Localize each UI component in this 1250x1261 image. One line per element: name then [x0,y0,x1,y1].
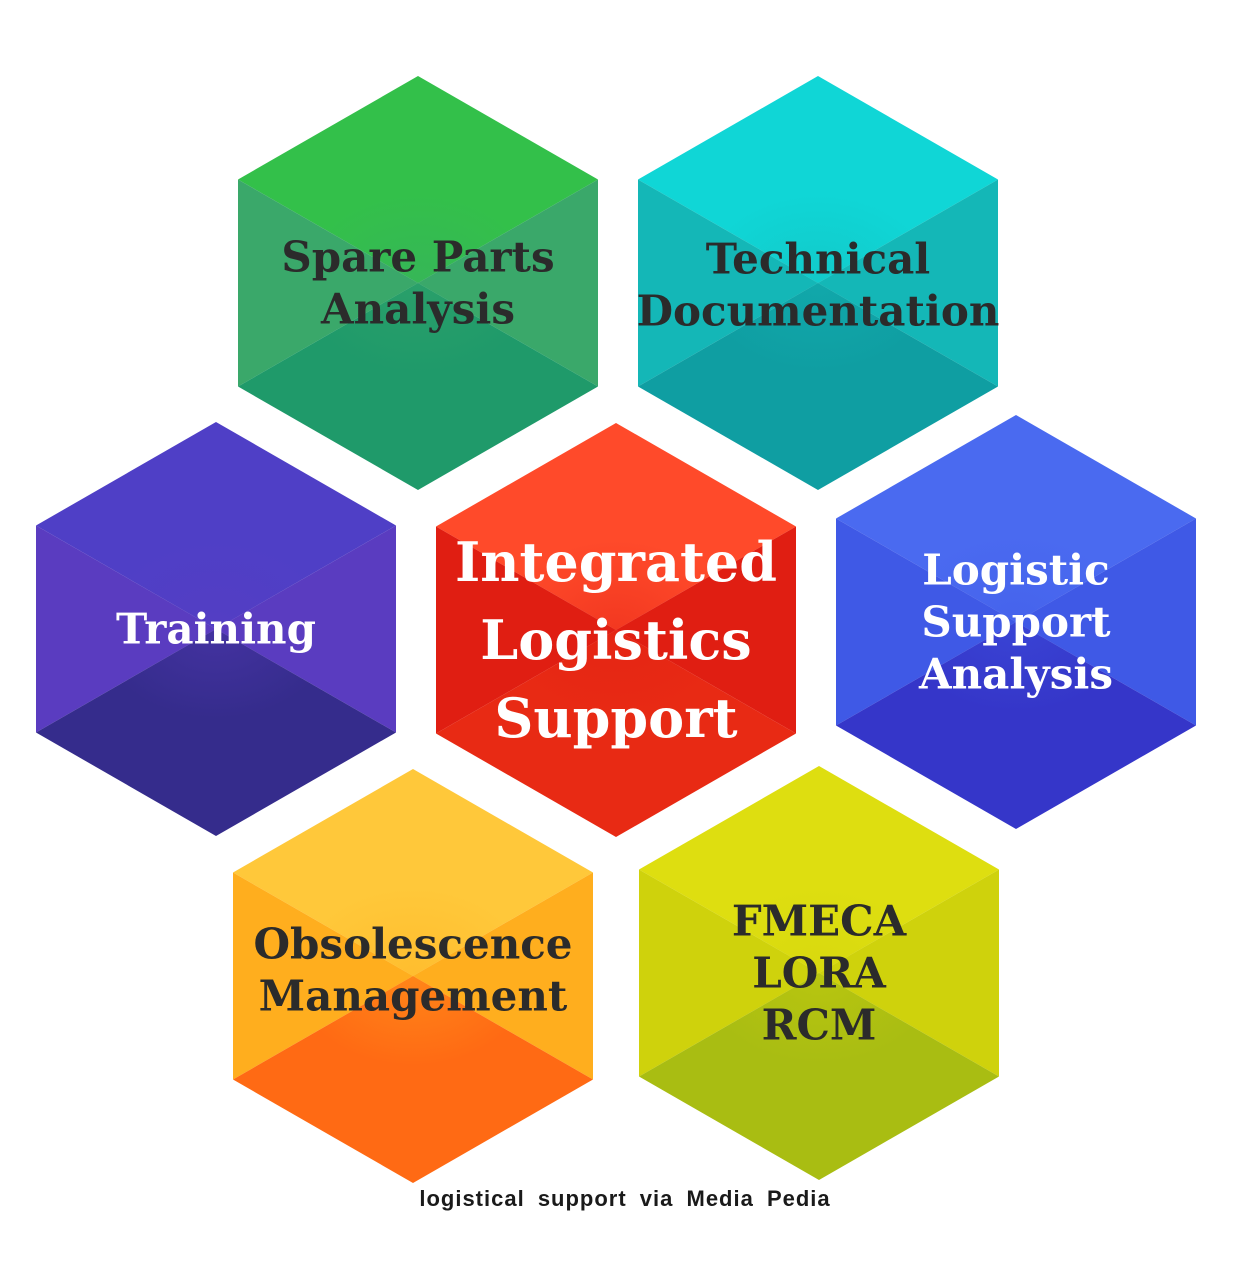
hexagon-label-line: Spare Parts [281,233,554,282]
hexagon-label-line: Analysis [918,650,1113,699]
hexagon-label-line: Management [259,972,568,1021]
hexagon-center-glow [293,886,533,1066]
hexagon-label-line: LORA [752,949,887,998]
hexagon-center-glow [896,532,1136,712]
hexagon-label-line: FMECA [732,897,908,946]
hexagon-label-line: Support [921,598,1111,647]
hexagon-center-glow [298,193,538,373]
hexagon-label-line: Obsolescence [253,920,572,969]
hexagon-label-line: Technical [706,235,931,284]
hexagon-label-line: Documentation [637,287,1000,336]
image-caption: logistical support via Media Pedia [419,1186,831,1211]
hexagon-label-line: Training [116,605,316,654]
hexagon-label-line: Integrated [455,530,777,594]
hexagon-label-line: RCM [762,1001,877,1050]
hexagon-training: Training [36,422,396,836]
hexagon-center-glow [698,193,938,373]
hexagon-label-line: Logistic [922,546,1109,595]
hexagon-label-line: Logistics [480,608,751,672]
hexagon-label-line: Support [494,686,737,750]
hexagon-center-glow [699,883,939,1063]
hexagon-center-glow [496,540,736,720]
hexagon-center-glow [96,539,336,719]
hexagon-label-line: Analysis [320,285,515,334]
